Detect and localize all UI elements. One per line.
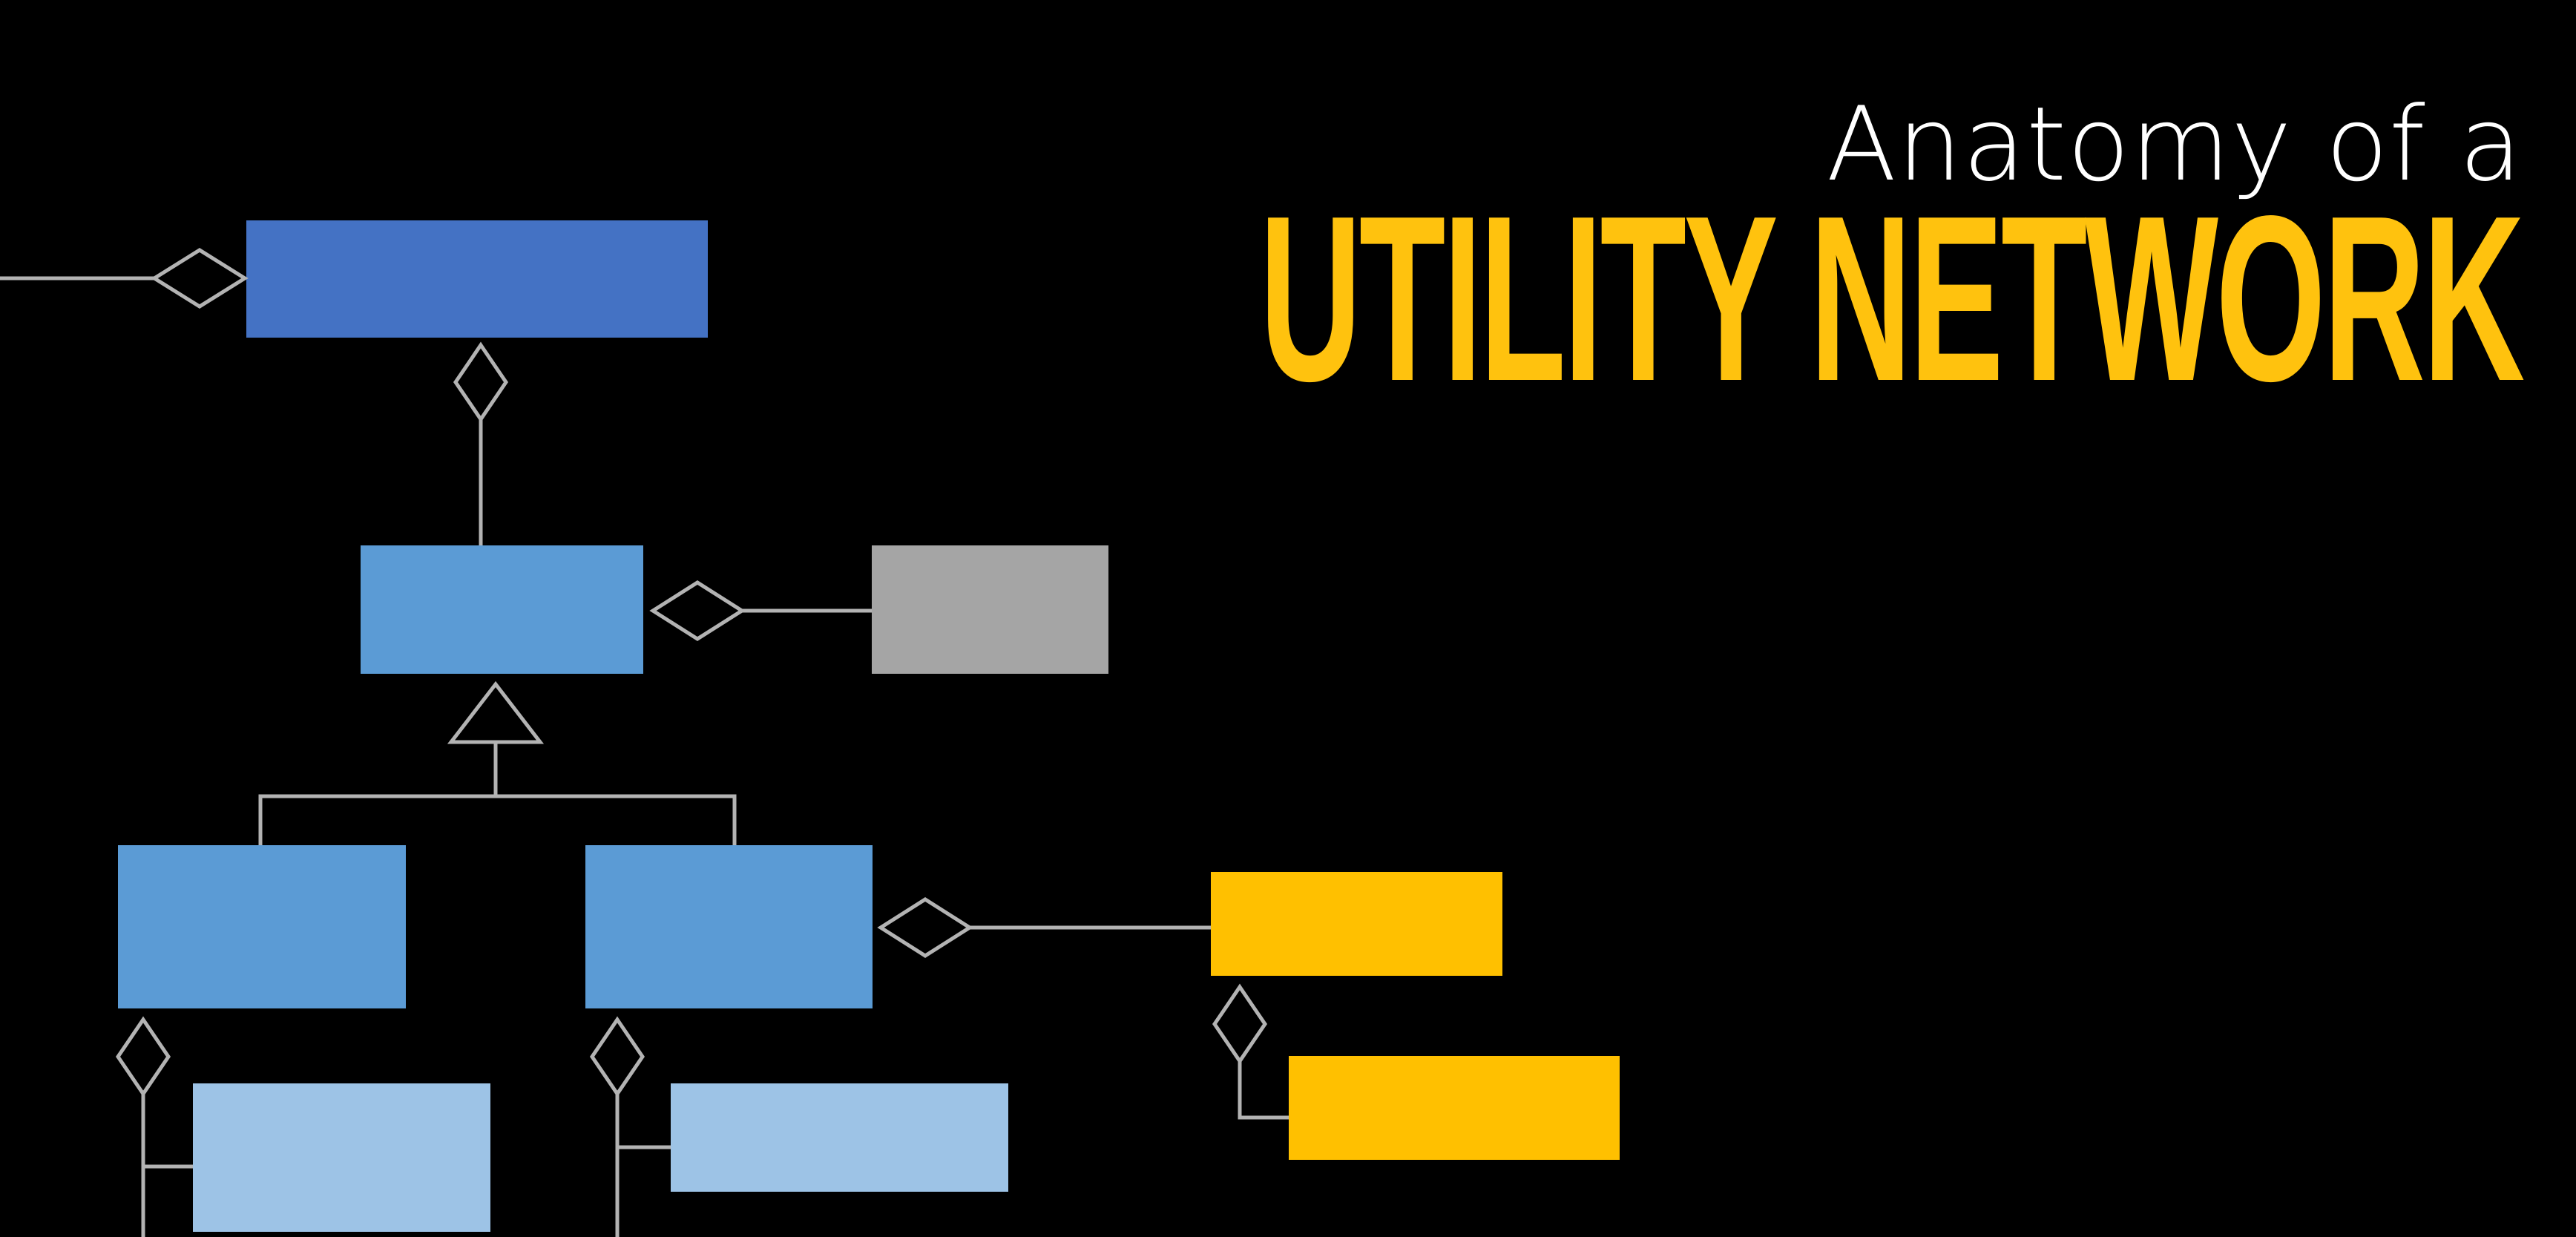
aggregation-diamond-gray [649,580,746,641]
left-child-line [141,1094,193,1237]
box-right [585,845,873,1008]
aggregation-diamond-top [151,248,249,309]
aggregation-diamond-gold [877,897,973,958]
box-right-child [671,1083,1008,1192]
title-line-2: UTILITY NETWORK [1260,167,2526,430]
box-left [118,845,406,1008]
aggregation-diamond-mid [453,341,509,423]
right-child-line [615,1094,671,1237]
gold-link-line [1238,1061,1289,1120]
title-block: Anatomy of a UTILITY NETWORK [418,85,2526,430]
aggregation-diamond-right-child [589,1016,645,1097]
generalization-branch [258,794,737,845]
aggregation-diamond-gold-link [1212,983,1268,1065]
box-gray [872,545,1108,674]
box-top [246,220,708,338]
box-gold-bottom [1289,1056,1620,1160]
title-line-1: Anatomy of a [1826,85,2523,204]
aggregation-diamond-left-child [115,1016,171,1097]
box-mid [361,545,643,674]
generalization-triangle [447,680,545,744]
box-gold-top [1211,872,1502,976]
box-left-child [193,1083,490,1232]
